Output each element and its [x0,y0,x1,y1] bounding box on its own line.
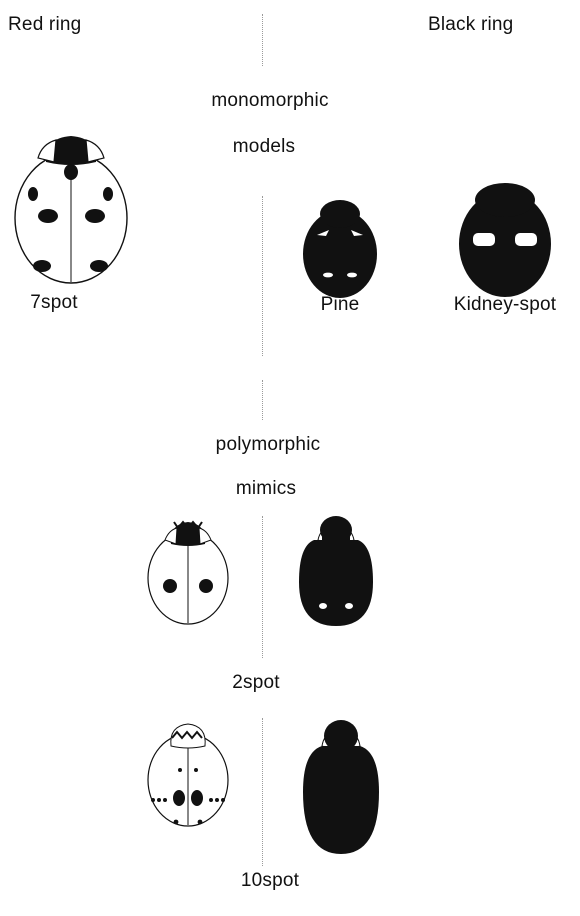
divider-models [262,196,263,356]
divider-two-spot [262,516,263,658]
kidney-spot-ladybird [455,180,555,300]
ten-spot-black-form [300,716,382,858]
ten-spot-red-form [143,714,233,830]
divider-top [262,14,263,66]
label-ten-spot: 10spot [241,870,299,892]
seven-spot-ladybird [8,128,134,288]
label-two-spot: 2spot [232,672,279,694]
pine-ladybird [300,198,380,300]
label-seven-spot: 7spot [30,292,77,314]
label-pine: Pine [321,294,360,316]
two-spot-black-form [296,512,376,630]
heading-black-ring: Black ring [428,14,513,36]
divider-ten-spot [262,718,263,866]
group-models-line2: models [233,136,295,158]
heading-red-ring: Red ring [8,14,81,36]
group-models-line1: monomorphic [211,90,328,112]
group-mimics-line2: mimics [236,478,296,500]
group-mimics-line1: polymorphic [216,434,321,456]
label-kidney-spot: Kidney-spot [454,294,557,316]
two-spot-red-form [143,512,233,628]
divider-middle [262,380,263,420]
